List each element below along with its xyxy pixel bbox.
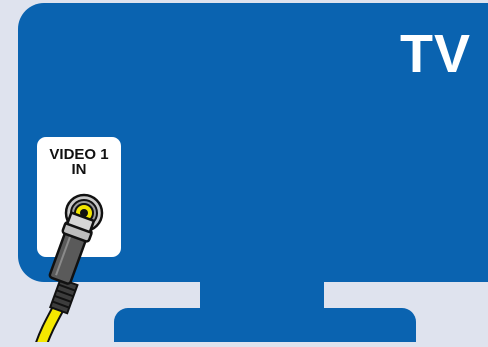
video-input-label-line1: VIDEO 1 — [37, 147, 121, 162]
tv-label: TV — [400, 24, 484, 84]
video-input-label-line2: IN — [37, 162, 121, 177]
video-input-label: VIDEO 1 IN — [37, 147, 121, 177]
